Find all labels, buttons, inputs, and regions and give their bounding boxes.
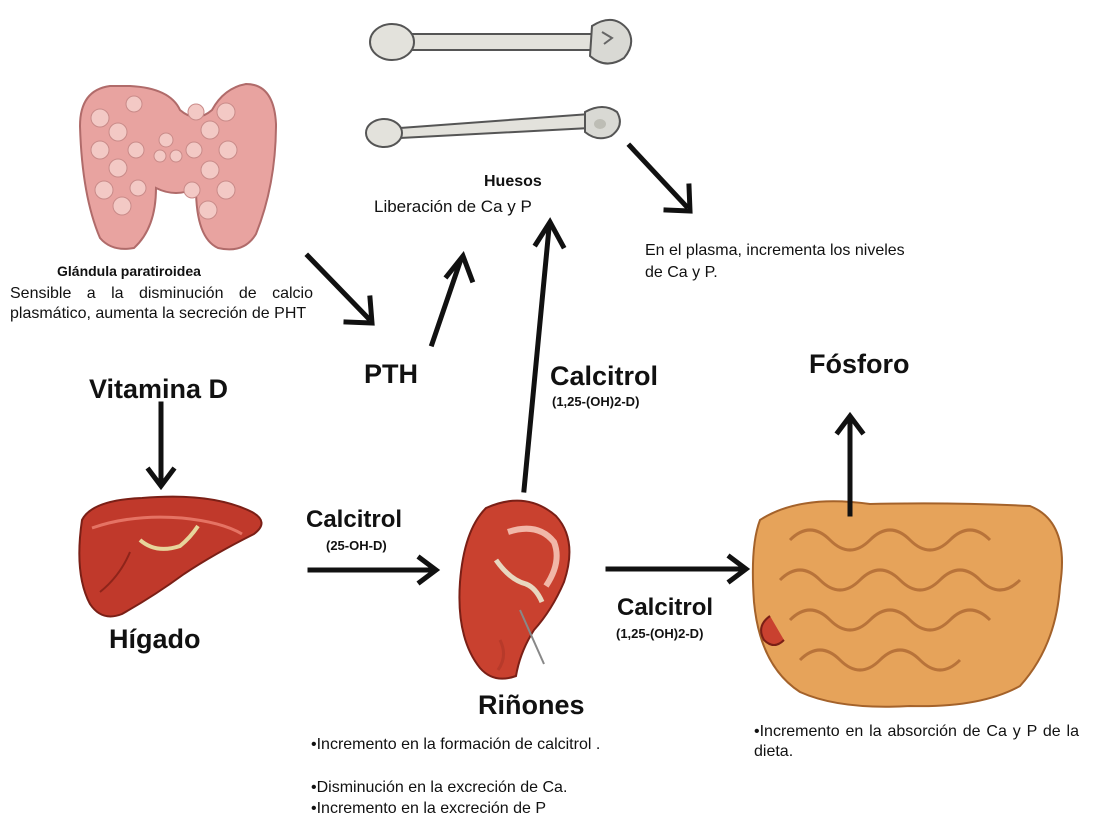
liver-illustration [79,497,261,617]
arrow-pth-to-bones [432,256,472,344]
kidney-illustration [459,501,569,679]
parathyroid-illustration [80,84,276,249]
arrow-liver-to-kidney [310,558,436,582]
calcitrol-up-formula: (1,25-(OH)2-D) [552,394,639,409]
plasma-note-line2: de Ca y P. [645,264,718,282]
kidney-effect-1: •Incremento en la formación de calcitrol… [311,735,653,755]
kidney-effect-2: •Disminución en la excreción de Ca. [311,779,567,797]
bone-upper [370,20,631,64]
plasma-note-line1: En el plasma, incrementa los niveles [645,242,905,260]
parathyroid-title: Glándula paratiroidea [57,263,201,279]
liver-label: Hígado [109,624,201,655]
calcitrol-up-label: Calcitrol [550,361,658,392]
fosforo-label: Fósforo [809,349,910,380]
intestine-note: •Incremento en la absorción de Ca y P de… [754,722,1079,762]
calcitrol-left-formula: (25-OH-D) [326,538,387,553]
bones-title: Huesos [484,173,542,191]
parathyroid-description: Sensible a la disminución de calcio plas… [10,284,313,324]
calcitrol-right-label: Calcitrol [617,594,713,622]
kidney-effect-3: •Incremento en la excreción de P [311,800,546,818]
bones-subtitle: Liberación de Ca y P [374,197,532,217]
bone-illustration [366,20,631,147]
vitamin-d-label: Vitamina D [89,374,228,405]
bone-lower [366,107,620,147]
arrow-kidney-to-bones [524,222,563,490]
arrow-kidney-to-intestine [608,557,746,581]
arrow-vitamind-to-liver [149,404,173,486]
intestine-illustration [753,501,1062,707]
calcitrol-left-label: Calcitrol [306,506,402,534]
arrow-intestine-to-fosforo [838,416,862,514]
kidneys-title: Riñones [478,690,585,721]
calcitrol-right-formula: (1,25-(OH)2-D) [616,626,703,641]
arrow-gland-to-pth [308,256,372,323]
arrow-bones-to-plasma [630,146,690,211]
pth-label: PTH [364,359,418,390]
